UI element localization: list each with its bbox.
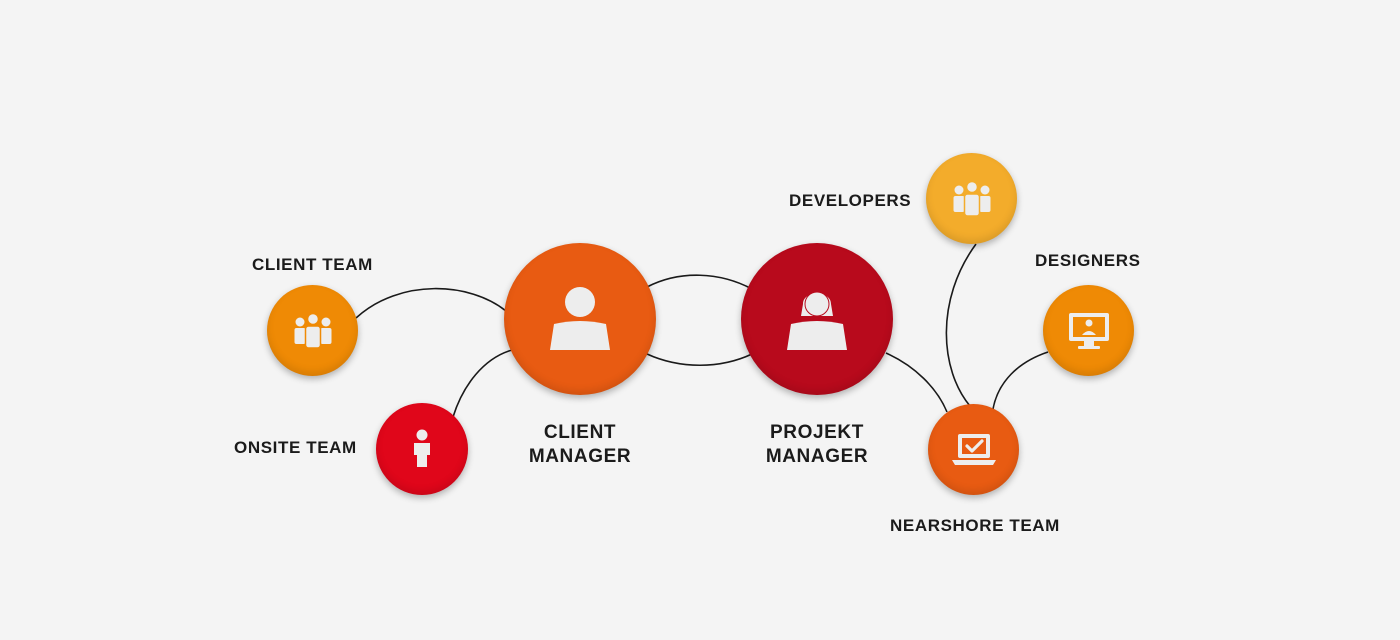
client-team-label: CLIENT TEAM [252,255,373,274]
designers-label: DESIGNERS [1035,251,1141,270]
projekt-manager-label: PROJEKT MANAGER [757,421,877,469]
monitor-user-icon [1068,312,1109,349]
client-manager-label: CLIENT MANAGER [520,421,640,469]
client-team-node [267,285,358,376]
projekt-manager-label-line1: PROJEKT [770,422,864,443]
group-icon [294,312,331,349]
person-icon [414,429,430,467]
female-user-icon [787,291,847,350]
projekt-manager-node [741,243,893,395]
edge-projekt-manager-to-nearshore [885,352,948,413]
client-manager-node [504,243,656,395]
onsite-team-node [376,403,468,495]
edge-managers-upper [646,274,753,290]
nearshore-team-label: NEARSHORE TEAM [890,516,1060,535]
nearshore-team-node [928,404,1019,495]
laptop-check-icon [951,433,996,465]
edge-client-team-to-client-manager [355,287,507,319]
client-manager-label-line1: CLIENT [543,422,617,443]
projekt-manager-label-line2: MANAGER [765,446,869,467]
edge-developers-to-nearshore [945,243,977,407]
onsite-team-label: ONSITE TEAM [234,438,357,457]
designers-node [1043,285,1134,376]
group-icon [953,180,990,217]
edge-managers-lower [646,353,753,366]
male-user-icon [550,287,610,350]
edge-designers-to-nearshore [992,351,1049,410]
developers-node [926,153,1017,244]
client-manager-label-line2: MANAGER [528,446,632,467]
developers-label: DEVELOPERS [789,191,912,210]
edge-onsite-team-to-client-manager [452,349,513,418]
